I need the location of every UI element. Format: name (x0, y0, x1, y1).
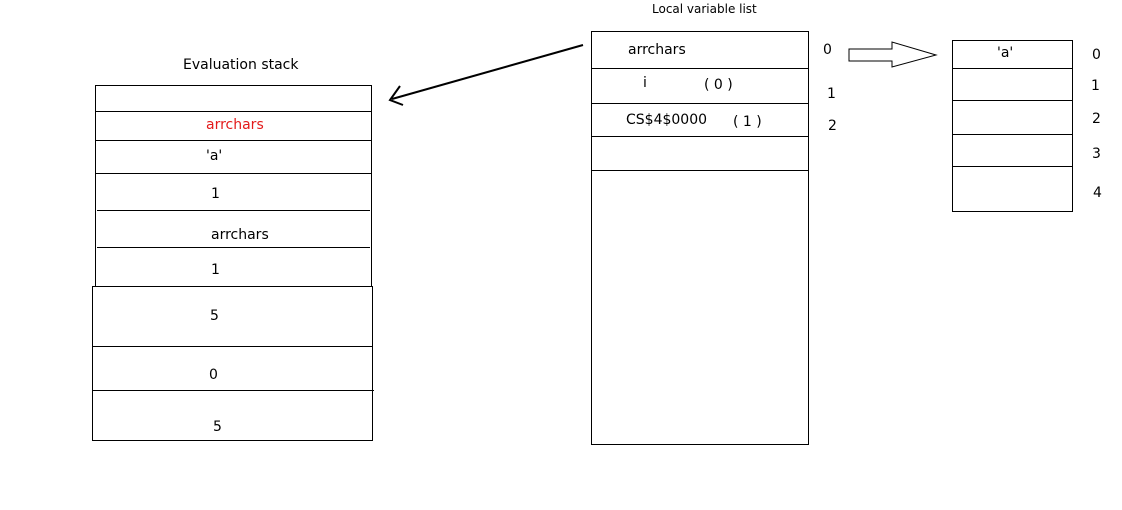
array-index: 2 (1092, 111, 1101, 127)
stack-border-left-upper (95, 85, 96, 287)
stack-cell-char-a: 'a' (206, 148, 223, 164)
stack-border-right-lower (372, 287, 373, 441)
stack-border-left-lower (92, 287, 93, 441)
array-index: 3 (1092, 146, 1101, 162)
local-var-value: ( 1 ) (733, 114, 762, 130)
array-cell-char-a: 'a' (997, 45, 1014, 61)
local-list-divider (591, 103, 809, 104)
hollow-arrow-to-array (848, 41, 938, 68)
array-index: 0 (1092, 47, 1101, 63)
stack-divider (97, 247, 370, 248)
local-var-name: arrchars (628, 42, 686, 58)
array-divider (952, 134, 1073, 135)
local-var-value: ( 0 ) (704, 77, 733, 93)
stack-divider (95, 173, 372, 174)
stack-cell-arrchars: arrchars (211, 227, 269, 243)
local-list-divider (591, 170, 809, 171)
stack-cell-arrchars-highlighted: arrchars (206, 117, 264, 133)
evaluation-stack-title: Evaluation stack (183, 57, 299, 73)
stack-cell-value: 5 (213, 419, 222, 435)
stack-cell-value: 5 (210, 308, 219, 324)
array-index: 4 (1093, 185, 1102, 201)
local-variable-list (591, 31, 809, 445)
stack-cell-value: 0 (209, 367, 218, 383)
stack-cell-value: 1 (211, 186, 220, 202)
local-var-name: i (643, 75, 647, 91)
local-variable-list-title: Local variable list (652, 2, 757, 16)
stack-divider (95, 85, 372, 86)
local-list-divider (591, 136, 809, 137)
array-index: 1 (1091, 78, 1100, 94)
array-box (952, 40, 1073, 212)
stack-divider (97, 210, 370, 211)
local-var-index: 2 (828, 118, 837, 134)
stack-divider (95, 111, 372, 112)
stack-divider (92, 346, 373, 347)
arrow-to-evaluation-stack (388, 44, 584, 106)
local-var-name: CS$4$0000 (626, 112, 708, 128)
stack-divider (92, 286, 373, 287)
local-var-index: 1 (827, 86, 836, 102)
stack-divider (95, 140, 372, 141)
stack-border-right-upper (371, 85, 372, 287)
stack-cell-value: 1 (211, 262, 220, 278)
array-divider (952, 100, 1073, 101)
stack-divider (92, 440, 373, 441)
array-divider (952, 166, 1073, 167)
array-divider (952, 68, 1073, 69)
stack-divider (92, 390, 374, 391)
local-list-divider (591, 68, 809, 69)
local-var-index: 0 (823, 42, 832, 58)
